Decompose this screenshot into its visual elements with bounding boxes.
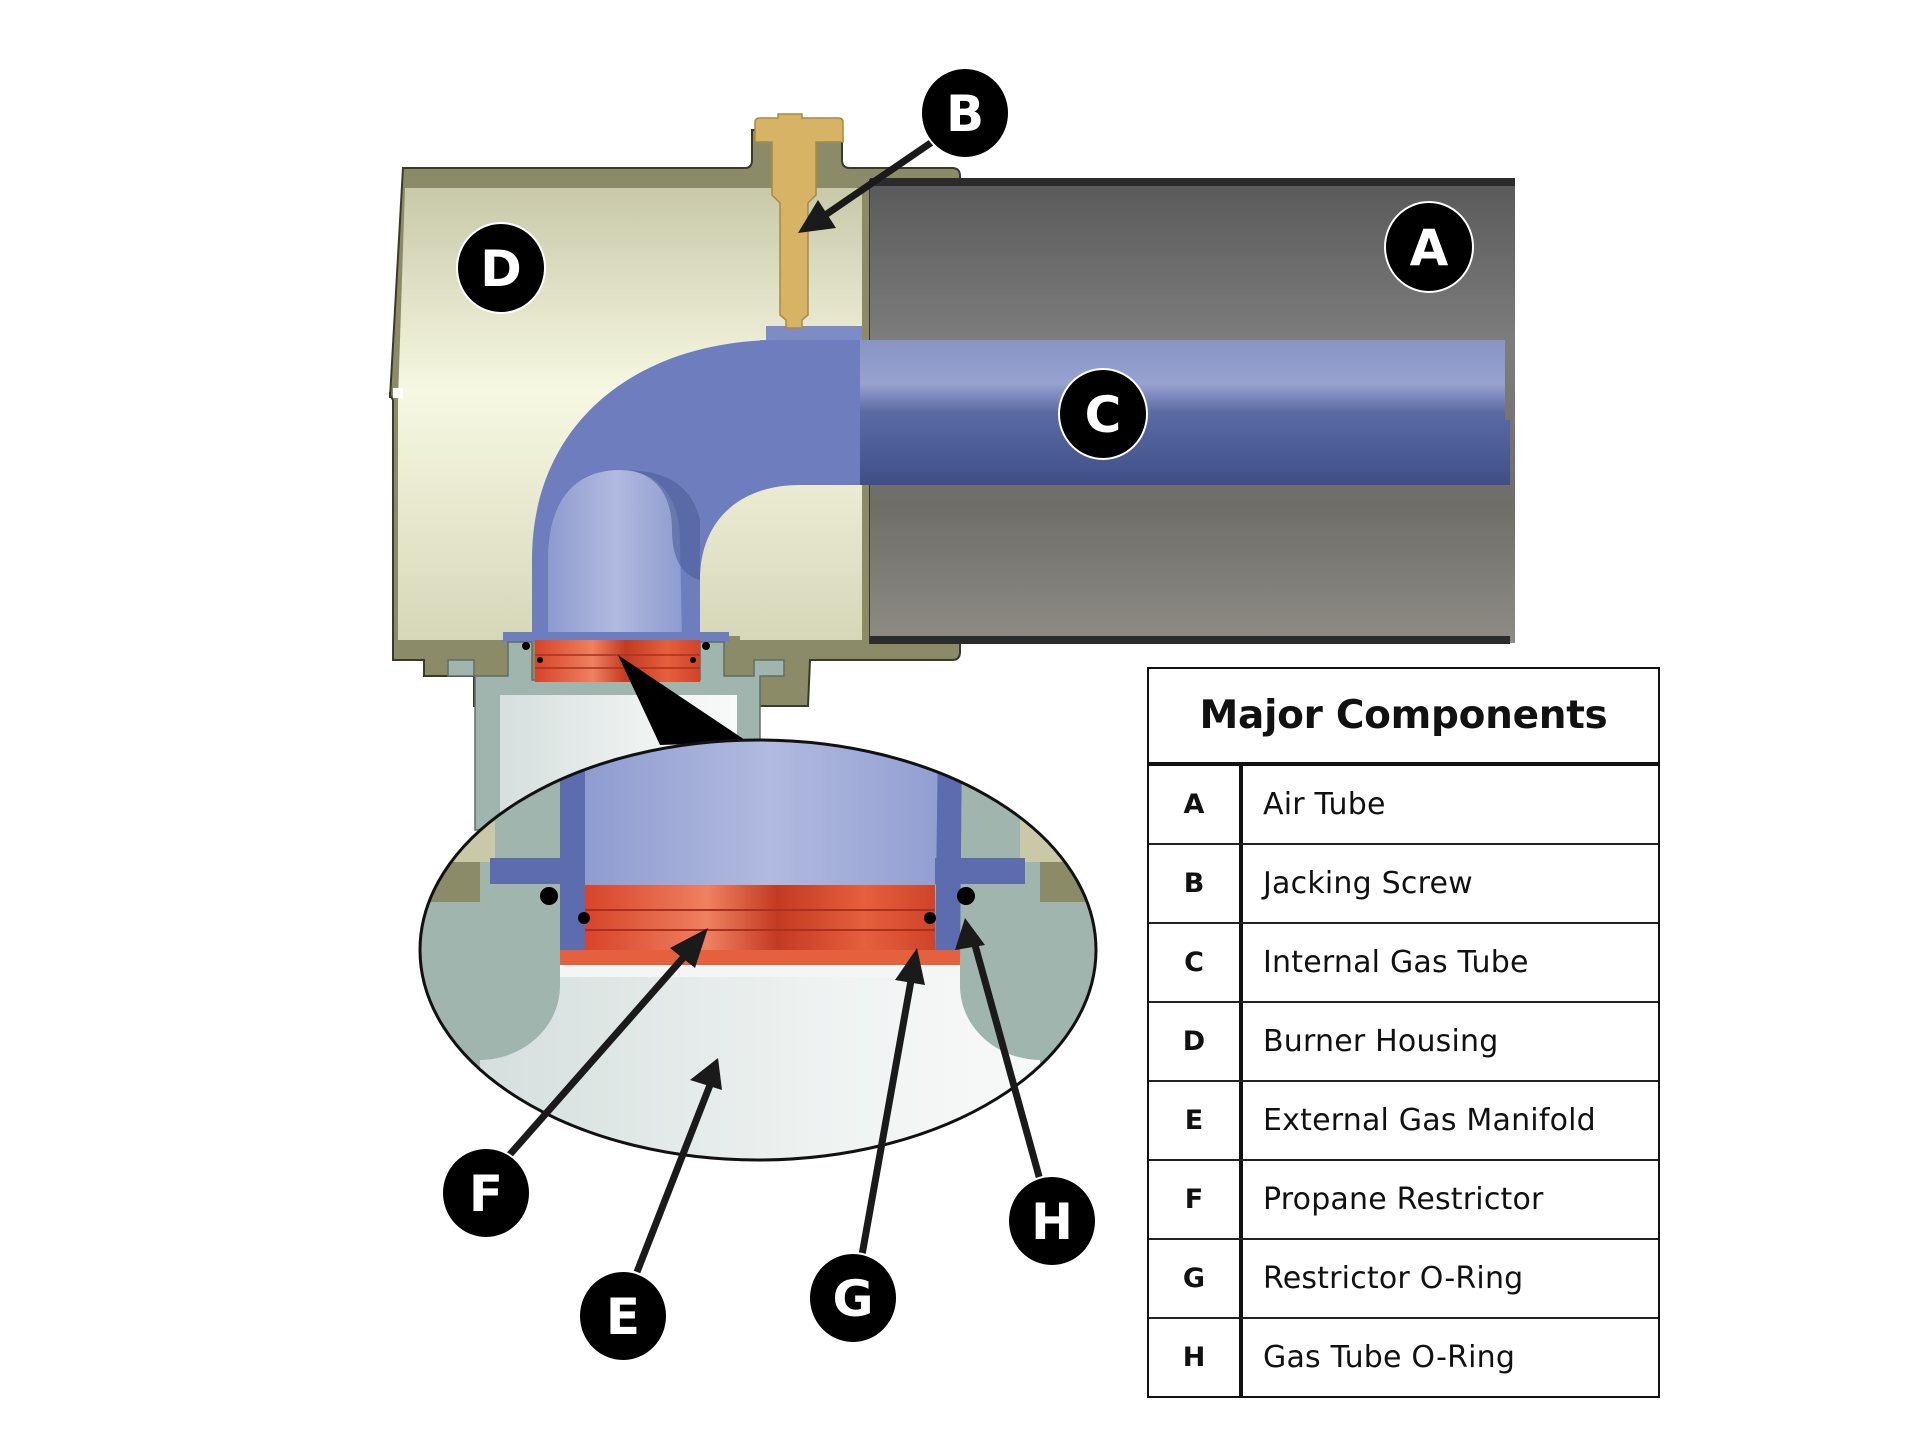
arrow-h <box>971 944 1044 1181</box>
callout-e-label: E <box>606 1288 640 1346</box>
component-key: H <box>1149 1319 1243 1396</box>
callout-d-label: D <box>480 240 522 298</box>
component-label: Gas Tube O-Ring <box>1263 1340 1516 1375</box>
magnifier-wedge <box>618 655 748 745</box>
callout-a: A <box>1384 201 1474 293</box>
table-row: G Restrictor O-Ring <box>1149 1240 1658 1319</box>
component-label: Burner Housing <box>1263 1024 1499 1059</box>
component-key: D <box>1149 1003 1243 1080</box>
arrowhead-f <box>670 928 708 968</box>
component-label: Air Tube <box>1263 787 1386 822</box>
arrow-e <box>633 1083 714 1274</box>
arrow-f <box>502 947 693 1163</box>
callout-a-label: A <box>1410 219 1449 277</box>
table-row: D Burner Housing <box>1149 1003 1658 1082</box>
arrow-g <box>858 974 916 1256</box>
component-label: Jacking Screw <box>1263 866 1473 901</box>
leader-arrows <box>502 137 1044 1274</box>
table-row: C Internal Gas Tube <box>1149 924 1658 1003</box>
component-key: A <box>1149 766 1243 843</box>
arrowhead-e <box>690 1058 722 1090</box>
table-row: E External Gas Manifold <box>1149 1082 1658 1161</box>
callout-g: G <box>808 1252 898 1344</box>
table-title: Major Components <box>1149 669 1658 766</box>
table-row: B Jacking Screw <box>1149 845 1658 924</box>
component-label: Internal Gas Tube <box>1263 945 1529 980</box>
table-row: H Gas Tube O-Ring <box>1149 1319 1658 1396</box>
major-components-table: Major Components A Air Tube B Jacking Sc… <box>1147 667 1660 1398</box>
callout-c-label: C <box>1085 386 1122 444</box>
callout-d: D <box>456 222 546 314</box>
jacking-screw <box>754 113 844 329</box>
callout-b: B <box>920 67 1010 159</box>
callout-c: C <box>1058 368 1148 460</box>
table-row: F Propane Restrictor <box>1149 1161 1658 1240</box>
component-key: F <box>1149 1161 1243 1238</box>
callout-f: F <box>441 1147 531 1239</box>
arrowhead-h <box>955 918 985 950</box>
arrowhead-b <box>798 200 836 233</box>
arrowhead-g <box>895 948 925 985</box>
component-label: External Gas Manifold <box>1263 1103 1596 1138</box>
component-key: C <box>1149 924 1243 1001</box>
callout-b-label: B <box>946 85 984 143</box>
component-key: B <box>1149 845 1243 922</box>
callout-e: E <box>578 1270 668 1362</box>
callout-h: H <box>1007 1175 1097 1267</box>
component-label: Restrictor O-Ring <box>1263 1261 1524 1296</box>
arrow-b <box>816 137 937 223</box>
component-label: Propane Restrictor <box>1263 1182 1544 1217</box>
callout-f-label: F <box>469 1165 503 1223</box>
component-key: E <box>1149 1082 1243 1159</box>
table-row: A Air Tube <box>1149 766 1658 845</box>
callout-g-label: G <box>832 1270 873 1328</box>
callout-h-label: H <box>1031 1193 1073 1251</box>
component-key: G <box>1149 1240 1243 1317</box>
